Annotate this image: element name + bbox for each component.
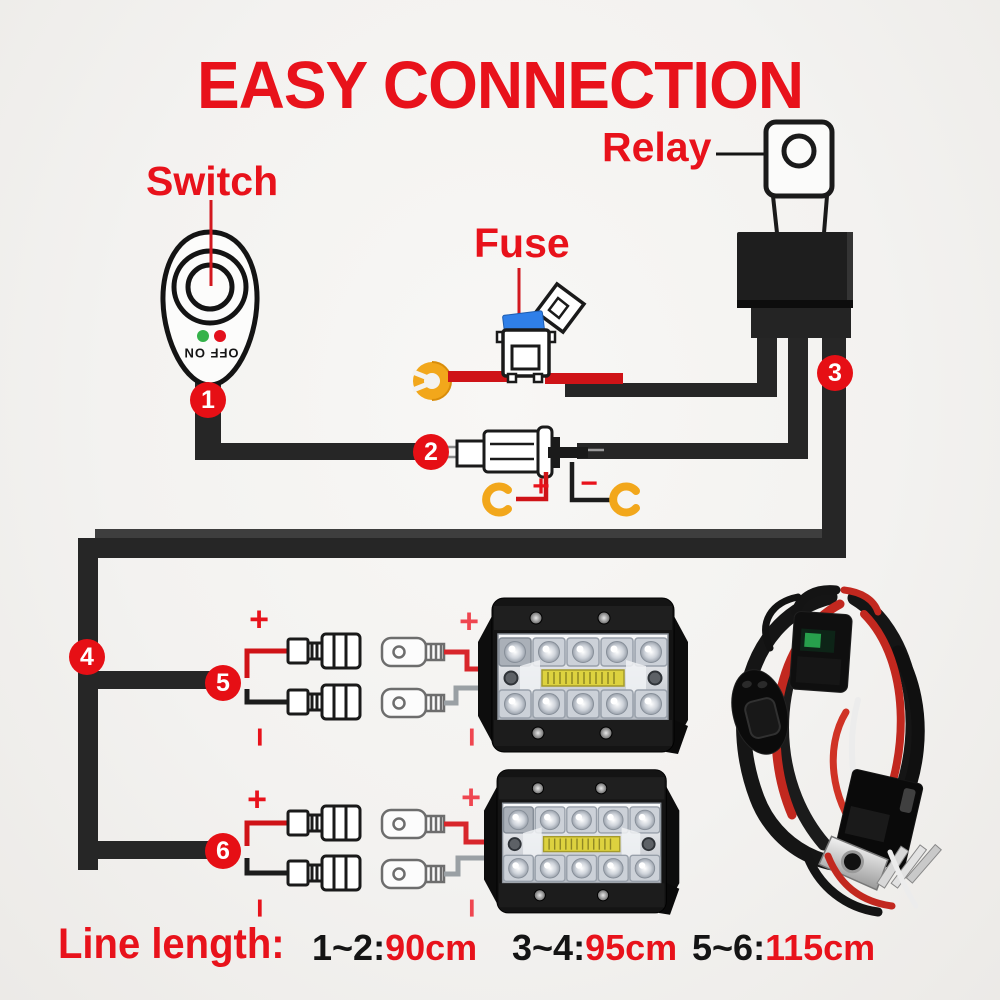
marker-1: 1	[190, 382, 226, 418]
wire-pod2-minus	[444, 855, 492, 877]
bullet-connector-icon	[435, 425, 640, 517]
relay-socket	[751, 308, 851, 338]
led-pod-2	[483, 768, 681, 916]
line-length-item-3: 5~6:115cm	[692, 927, 875, 969]
harness-fuse-holder	[789, 610, 853, 693]
polarity-plus-6-left: +	[247, 780, 267, 819]
male-spade-icon	[380, 687, 446, 719]
polarity-minus-5-left: −	[240, 727, 279, 747]
ring-terminal-minus-icon	[609, 482, 640, 517]
line-length-item-2: 3~4:95cm	[512, 927, 677, 969]
relay-leg-left	[757, 338, 777, 388]
relay-body	[737, 232, 853, 308]
female-spade-icon	[286, 632, 362, 670]
led-pod-1	[477, 597, 689, 755]
battery-ring-terminal-icon	[412, 361, 452, 401]
switch-green-indicator	[197, 330, 209, 342]
wire-fuse-right-red	[545, 373, 623, 384]
wire-highlight	[95, 529, 843, 538]
fuse-label: Fuse	[474, 220, 570, 266]
wire-run-2-to-relay	[577, 443, 808, 459]
wire-run-4-vertical	[78, 538, 98, 870]
page-title: EASY CONNECTION	[196, 47, 804, 123]
range-label: 1~2:	[312, 927, 386, 968]
polarity-minus-5-pod: −	[452, 727, 491, 747]
relay-leg-middle	[788, 338, 808, 448]
switch-onoff-label: OFF ON	[183, 345, 239, 361]
polarity-minus-battery: −	[580, 467, 598, 500]
marker-6: 6	[205, 833, 241, 869]
polarity-minus-6-left: −	[240, 898, 279, 918]
wire-pod1-minus	[444, 685, 490, 706]
harness-relay	[818, 769, 942, 891]
line-length-heading: Line length:	[58, 920, 285, 968]
range-value: 115cm	[765, 927, 876, 968]
polarity-plus-battery: +	[532, 470, 550, 503]
range-label: 3~4:	[512, 927, 586, 968]
switch-red-indicator	[214, 330, 226, 342]
fuse-holder-icon	[495, 328, 557, 384]
relay-label: Relay	[602, 124, 712, 170]
range-value: 90cm	[385, 927, 478, 968]
wire-relay-to-fuse	[565, 383, 777, 397]
wire-connector-minus	[569, 462, 614, 503]
wire-run-3-horizontal	[78, 538, 846, 558]
polarity-plus-6-pod: +	[461, 778, 481, 817]
wire-6-minus	[244, 858, 289, 876]
relay-icon	[716, 119, 853, 338]
wire-run-1-to-2	[195, 443, 435, 460]
relay-mount-hole	[781, 133, 817, 169]
wire-fuse-left-red	[448, 371, 510, 382]
wire-5-minus	[244, 689, 289, 705]
wire-branch-5	[98, 671, 228, 689]
wire-branch-6	[98, 841, 228, 859]
marker-3: 3	[817, 355, 853, 391]
fuse-assembly-icon	[412, 268, 623, 401]
polarity-plus-5-left: +	[249, 600, 269, 639]
ring-terminal-plus-icon	[482, 482, 512, 517]
light2-leads	[244, 804, 492, 892]
marker-5: 5	[205, 665, 241, 701]
wire-pod2-plus	[444, 821, 492, 845]
male-spade-icon	[380, 636, 446, 668]
connector-pin	[548, 447, 588, 458]
range-label: 5~6:	[692, 927, 766, 968]
harness-switch-pod	[731, 669, 789, 755]
wire-6-plus	[244, 820, 289, 846]
line-length-item-1: 1~2:90cm	[312, 927, 477, 969]
wire-connector-plus	[516, 472, 549, 502]
female-spade-icon	[286, 804, 362, 842]
male-spade-icon	[380, 808, 446, 840]
marker-2: 2	[413, 434, 449, 470]
male-spade-icon	[380, 858, 446, 890]
polarity-minus-6-pod: −	[452, 898, 491, 918]
light1-leads	[244, 632, 490, 721]
switch-pod-icon	[160, 200, 260, 388]
switch-label: Switch	[146, 158, 279, 204]
wire-5-plus	[244, 648, 289, 678]
marker-4: 4	[69, 639, 105, 675]
female-spade-icon	[286, 854, 362, 892]
polarity-plus-5-pod: +	[459, 602, 479, 641]
range-value: 95cm	[585, 927, 678, 968]
female-spade-icon	[286, 683, 362, 721]
harness-photo	[731, 585, 942, 917]
